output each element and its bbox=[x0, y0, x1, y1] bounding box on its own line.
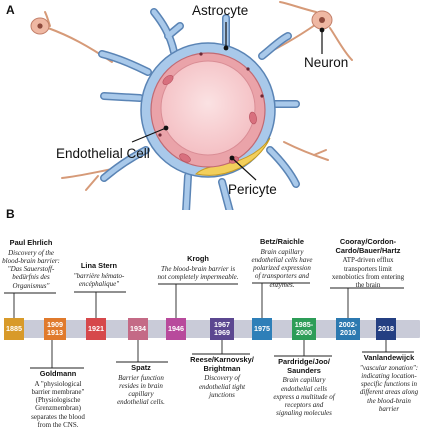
tight-junctions bbox=[158, 52, 264, 137]
year-1985-2000: 1985- 2000 bbox=[292, 318, 316, 340]
entry-goldmann: Goldmann A "physiological barrier membra… bbox=[31, 369, 85, 429]
entry-krogh: Krogh The blood-brain barrier is not com… bbox=[157, 254, 239, 281]
year-1921: 1921 bbox=[86, 318, 106, 340]
astrocyte-label: Astrocyte bbox=[192, 3, 249, 18]
year-1885: 1885 bbox=[4, 318, 24, 340]
entry-stern: Lina Stern "barrière hémato-encéphalique… bbox=[73, 261, 125, 288]
year-1975: 1975 bbox=[252, 318, 272, 340]
year-2018: 2018 bbox=[376, 318, 396, 340]
endothelial-nuclei bbox=[162, 75, 257, 164]
label-pointers bbox=[131, 22, 323, 181]
entry-cooray: Cooray/Cordon-Cardo/Bauer/Hartz ATP-driv… bbox=[331, 237, 405, 290]
year-1934: 1934 bbox=[128, 318, 148, 340]
pericyte-label: Pericyte bbox=[228, 182, 277, 197]
endothelial-cell-label: Endothelial Cell bbox=[56, 146, 150, 161]
panel-b-letter: B bbox=[6, 207, 15, 221]
year-1946: 1946 bbox=[166, 318, 186, 340]
year-1909-1913: 1909 1913 bbox=[44, 318, 66, 340]
entry-ehrlich: Paul Ehrlich Discovery of the blood-brai… bbox=[2, 238, 60, 290]
year-2002-2010: 2002- 2010 bbox=[336, 318, 360, 340]
year-1967-1969: 1967 1969 bbox=[210, 318, 234, 340]
panel-a-letter: A bbox=[6, 3, 15, 17]
entry-betz-raichle: Betz/Raichle Brain capillary endothelial… bbox=[251, 237, 313, 289]
entry-pardridge-joo-saunders: Pardridge/Joo/ Saunders Brain capillary … bbox=[273, 357, 335, 418]
vessel-lumen bbox=[160, 60, 256, 156]
blood-brain-barrier-diagram bbox=[30, 1, 353, 210]
entry-reese-karnovsky-brightman: Reese/Karnovsky/ Brightman Discovery of … bbox=[190, 355, 254, 399]
entry-spatz: Spatz Barrier function resides in brain … bbox=[117, 363, 165, 407]
neuron-label: Neuron bbox=[304, 55, 349, 70]
entry-vanlandewijck: Vanlandewijck "vascular zonation": indic… bbox=[359, 353, 419, 413]
